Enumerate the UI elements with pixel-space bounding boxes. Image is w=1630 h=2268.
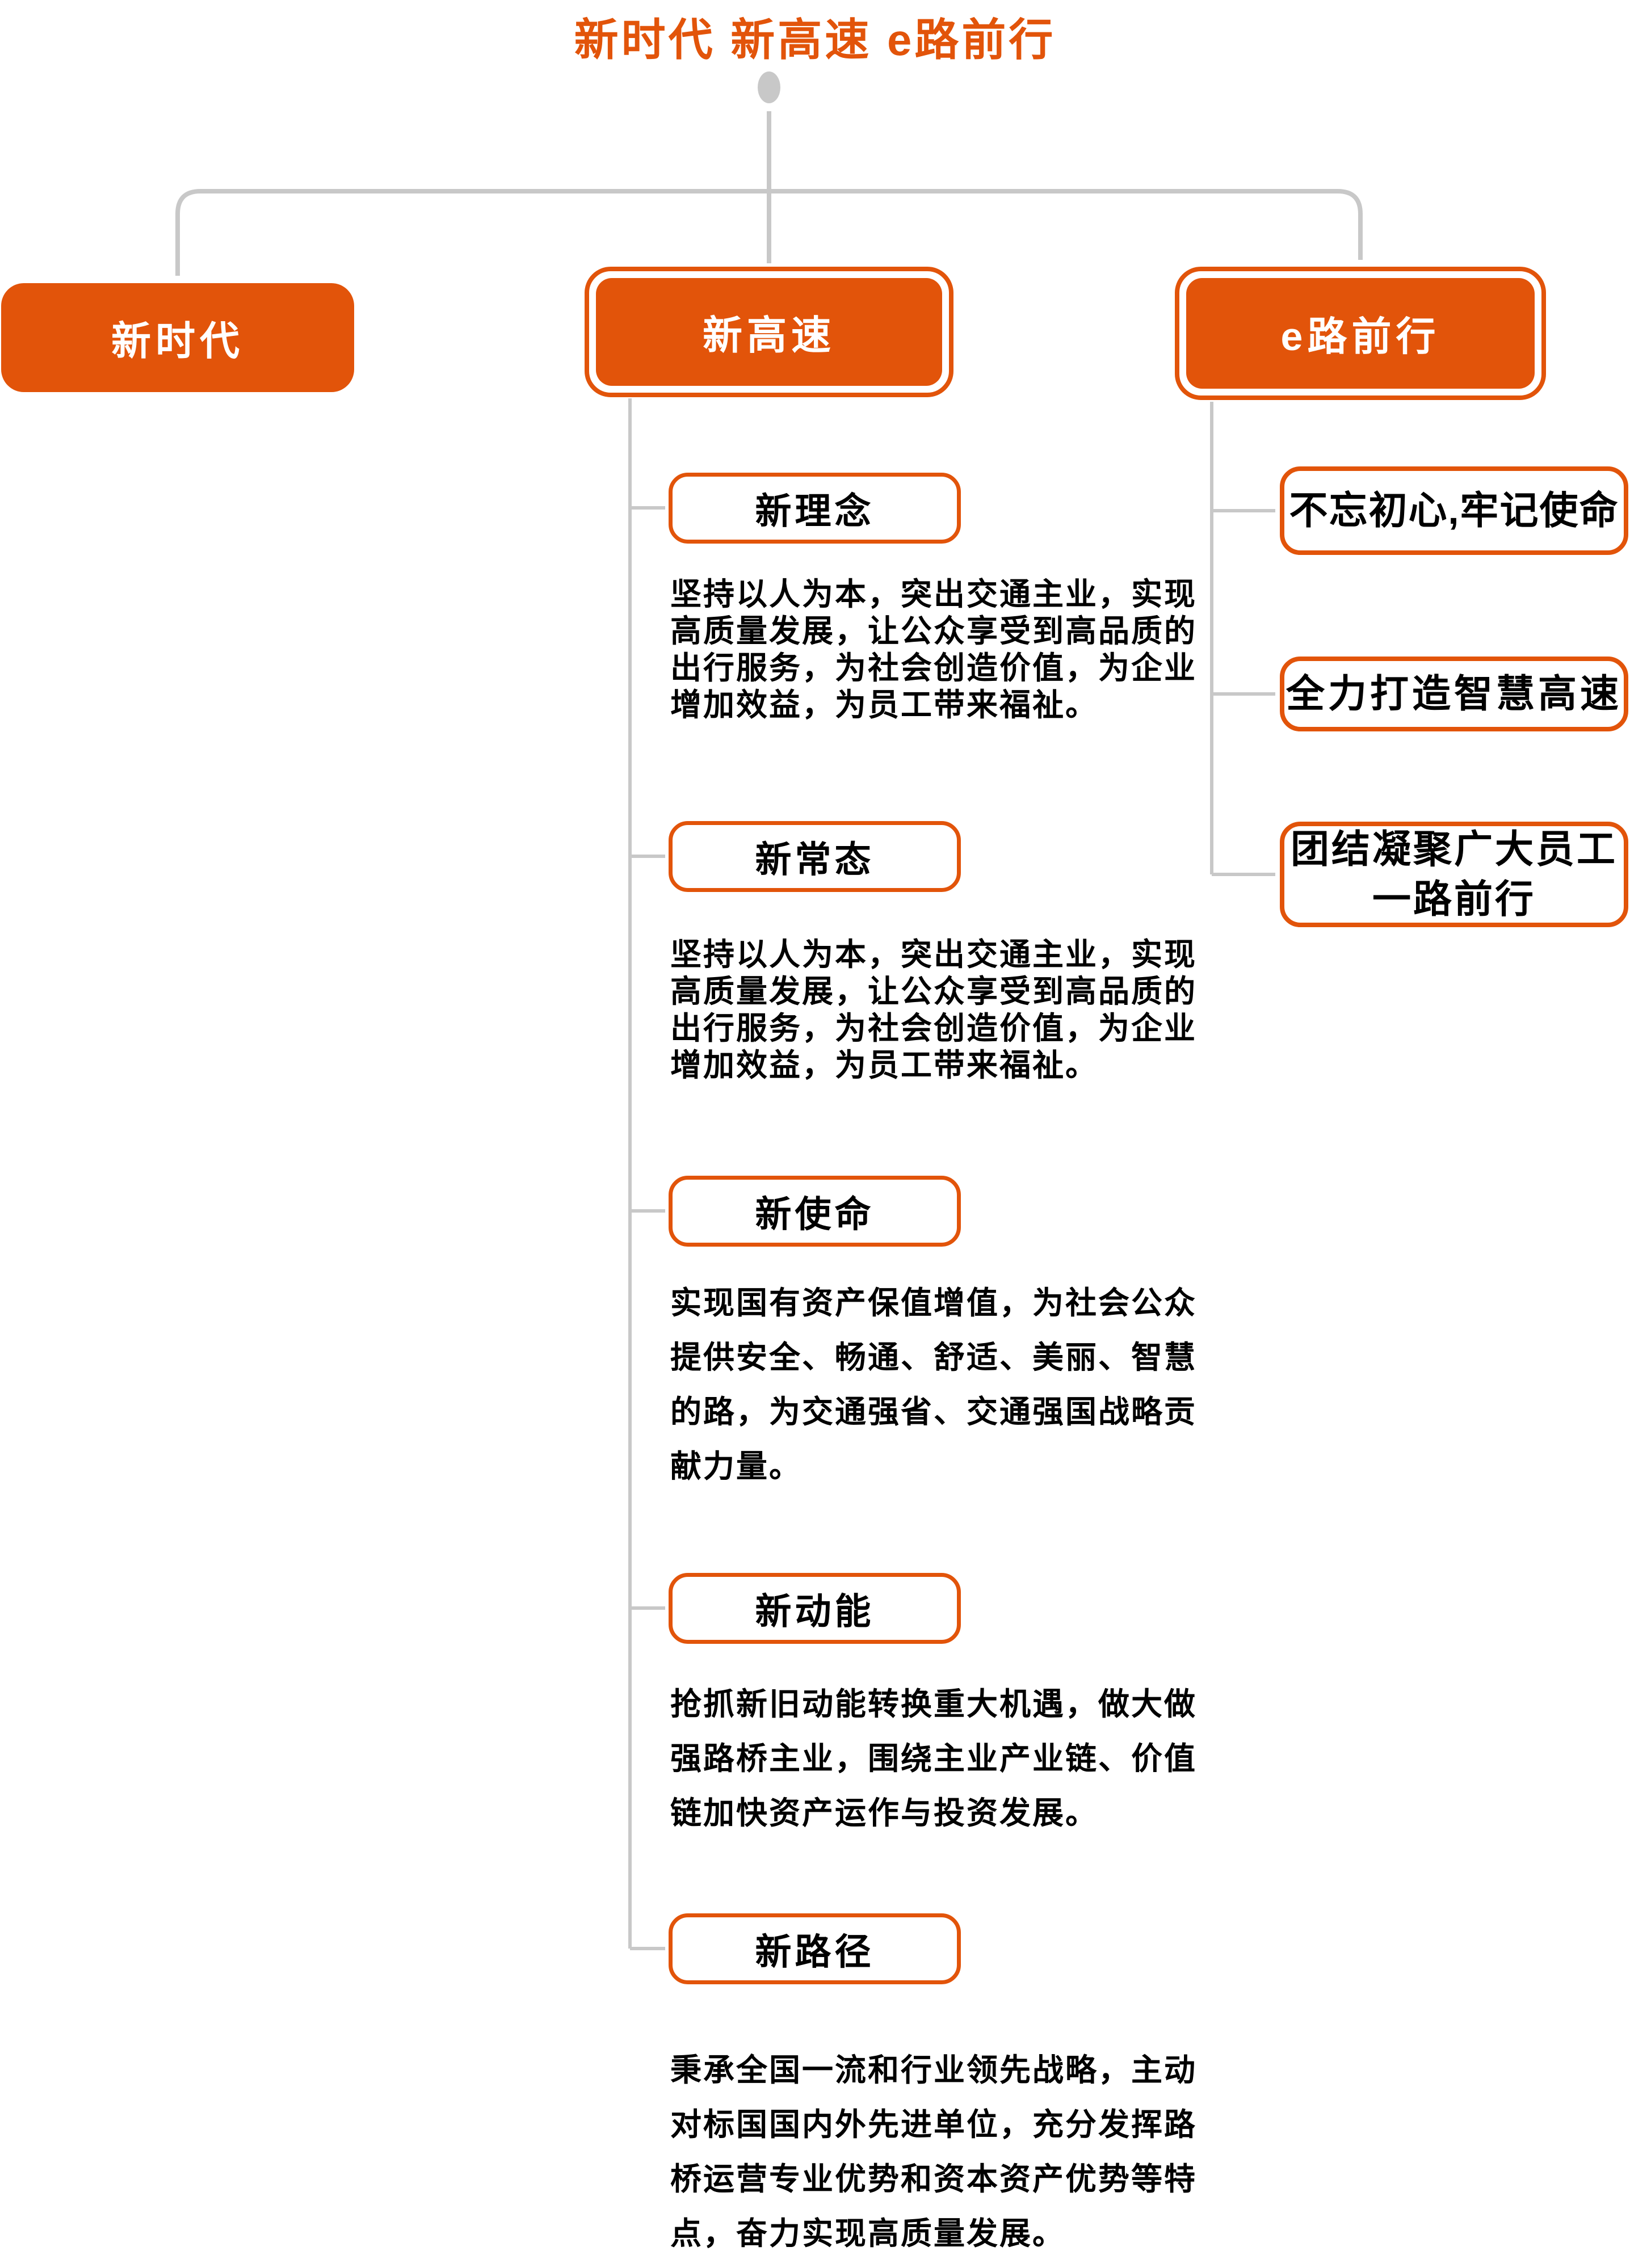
node-label: 新时代 — [111, 318, 244, 363]
node-eluqianxing[interactable]: e路前行 — [1175, 267, 1546, 400]
node-label: 新高速 — [703, 313, 835, 357]
slogan-zhihuigaosu[interactable]: 全力打造智慧高速 — [1280, 657, 1628, 731]
subnode-xinshiming[interactable]: 新使命 — [669, 1176, 961, 1247]
slogan-label: 团结凝聚广大员工 一路前行 — [1290, 828, 1618, 921]
subnode-label: 新使命 — [755, 1193, 875, 1235]
subnode-xinchangtai[interactable]: 新常态 — [669, 821, 961, 892]
paragraph-xinchangtai: 坚持以人为本，突出交通主业，实现 高质量发展，让公众享受到高品质的 出行服务，为… — [670, 937, 1198, 1083]
node-xingaosu[interactable]: 新高速 — [585, 267, 953, 397]
node-inner-panel: 新高速 — [596, 278, 942, 386]
paragraph-xindongneng: 抢抓新旧动能转换重大机遇，做大做 强路桥主业，围绕主业产业链、价值 链加快资产运… — [670, 1686, 1198, 1831]
subnode-label: 新路径 — [755, 1931, 875, 1972]
right-branch-stubs — [1212, 509, 1275, 876]
slogan-label: 全力打造智慧高速 — [1285, 672, 1622, 716]
slogan-tuanjieningju[interactable]: 团结凝聚广大员工 一路前行 — [1280, 822, 1628, 927]
root-connector-dot — [758, 71, 780, 103]
subnode-label: 新常态 — [755, 839, 875, 880]
slogan-label: 不忘初心,牢记使命 — [1289, 489, 1619, 532]
left-branch-stubs — [630, 506, 665, 1950]
root-horizontal-rail — [175, 189, 1363, 276]
paragraph-xinlinian: 坚持以人为本，突出交通主业，实现 高质量发展，让公众享受到高品质的 出行服务，为… — [670, 577, 1198, 722]
diagram-title: 新时代 新高速 e路前行 — [574, 15, 1056, 65]
subnode-xinlinian[interactable]: 新理念 — [669, 473, 961, 544]
paragraph-xinlujing: 秉承全国一流和行业领先战略，主动 对标国国内外先进单位，充分发挥路 桥运营专业优… — [670, 2052, 1198, 2251]
slogan-buwangchuxin[interactable]: 不忘初心,牢记使命 — [1280, 466, 1628, 555]
node-label: e路前行 — [1280, 314, 1440, 359]
subnode-xindongneng[interactable]: 新动能 — [669, 1573, 961, 1644]
subnode-xinlujing[interactable]: 新路径 — [669, 1913, 961, 1984]
subnode-label: 新动能 — [755, 1590, 875, 1632]
paragraph-xinshiming: 实现国有资产保值增值，为社会公众 提供安全、畅通、舒适、美丽、智慧 的路，为交通… — [670, 1285, 1198, 1484]
node-xinshidai[interactable]: 新时代 — [1, 283, 354, 392]
subnode-label: 新理念 — [755, 490, 875, 532]
node-inner-panel: e路前行 — [1186, 278, 1535, 389]
